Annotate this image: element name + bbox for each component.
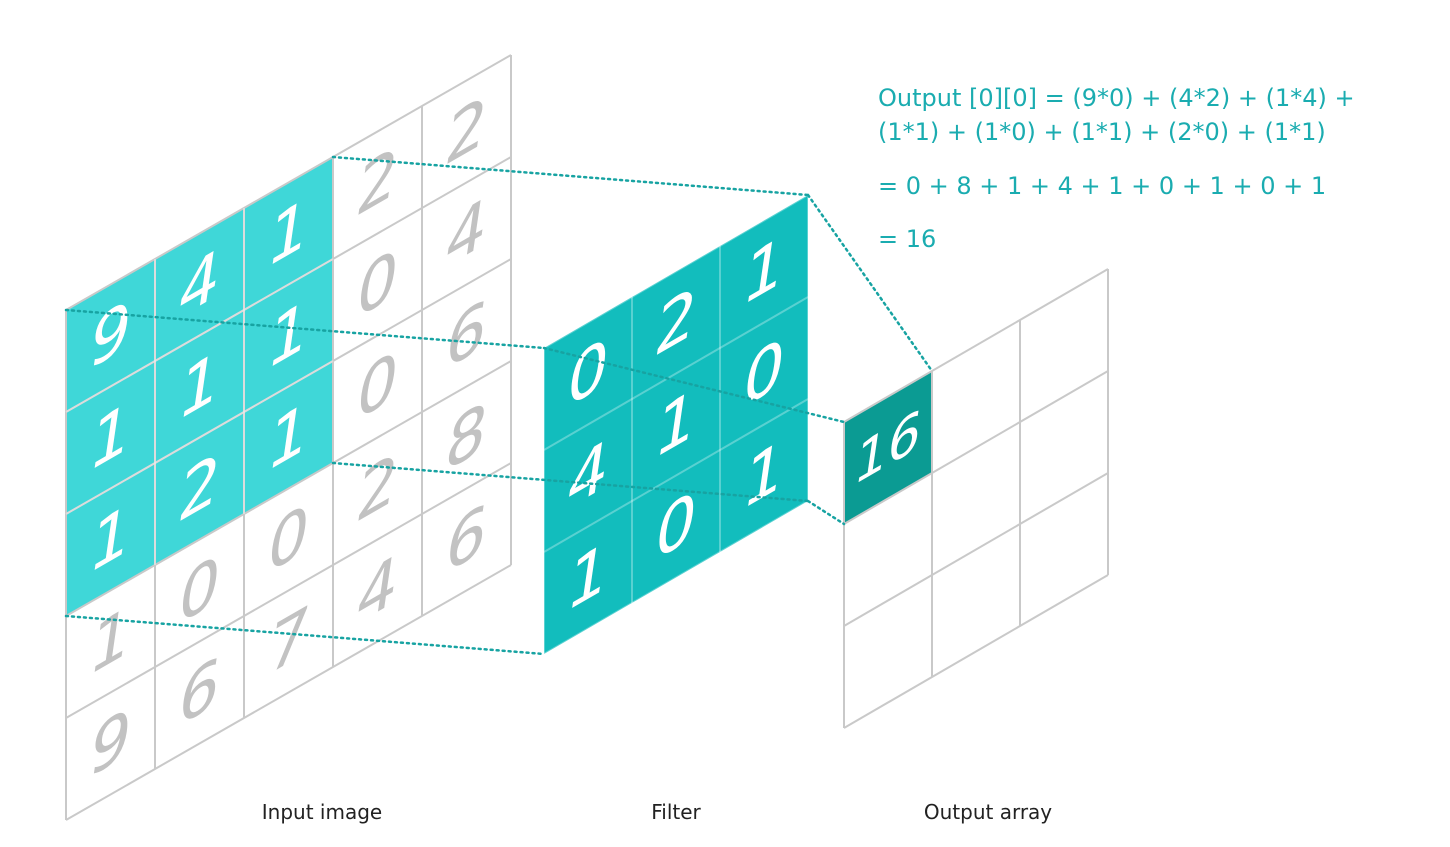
formula-line-1: Output [0][0] = (9*0) + (4*2) + (1*4) + xyxy=(878,84,1355,112)
formula-result: = 16 xyxy=(878,225,937,253)
input-grid-line xyxy=(65,564,512,821)
input-cell-value: 2 xyxy=(351,130,403,235)
input-cell-value: 4 xyxy=(440,181,492,286)
input-cell-value: 7 xyxy=(262,589,314,694)
output-grid-line xyxy=(843,370,1109,525)
input-highlight-separator xyxy=(65,258,334,413)
formula-line-2: (1*1) + (1*0) + (1*1) + (2*0) + (1*1) xyxy=(878,118,1326,146)
filter-grid-line xyxy=(543,500,809,655)
input-cell-value: 6 xyxy=(440,283,492,388)
output-grid-line xyxy=(843,268,1109,423)
filter-caption: Filter xyxy=(651,800,701,824)
input-grid-line xyxy=(65,54,512,311)
filter-grid-line xyxy=(543,398,809,553)
input-cell-value: 6 xyxy=(440,487,492,592)
input-grid-line xyxy=(65,258,512,515)
filter-grid-line xyxy=(543,296,809,451)
input-grid-line xyxy=(65,156,512,413)
dotted-connector xyxy=(806,499,846,526)
dotted-connector xyxy=(542,346,846,424)
input-cell-value: 0 xyxy=(351,334,403,439)
input-cell-value: 4 xyxy=(351,538,403,643)
input-cell-value: 6 xyxy=(173,640,225,745)
dotted-connector xyxy=(64,308,546,350)
input-grid-line xyxy=(65,360,512,617)
input-image-caption: Input image xyxy=(261,800,383,824)
output-grid-line xyxy=(843,574,1109,729)
input-grid-line xyxy=(65,462,512,719)
input-cell-value: 0 xyxy=(351,232,403,337)
input-cell-value: 1 xyxy=(84,589,136,694)
dotted-connector xyxy=(331,155,810,197)
input-cell-value: 9 xyxy=(84,691,136,796)
dotted-connector xyxy=(64,614,546,656)
output-array-grid: 16 xyxy=(843,268,1109,729)
output-array-caption: Output array xyxy=(923,800,1053,824)
formula-line-3: = 0 + 8 + 1 + 4 + 1 + 0 + 1 + 0 + 1 xyxy=(878,172,1327,200)
connector-lines xyxy=(64,155,934,656)
filter-background xyxy=(544,195,808,654)
input-cell-value: 2 xyxy=(351,436,403,541)
filter-grid-line xyxy=(543,194,809,349)
dotted-connector xyxy=(331,461,810,503)
dotted-connector xyxy=(806,193,934,373)
input-highlight-separator xyxy=(65,360,334,515)
output-grid-line xyxy=(843,472,1109,627)
input-cell-value: 0 xyxy=(262,487,314,592)
